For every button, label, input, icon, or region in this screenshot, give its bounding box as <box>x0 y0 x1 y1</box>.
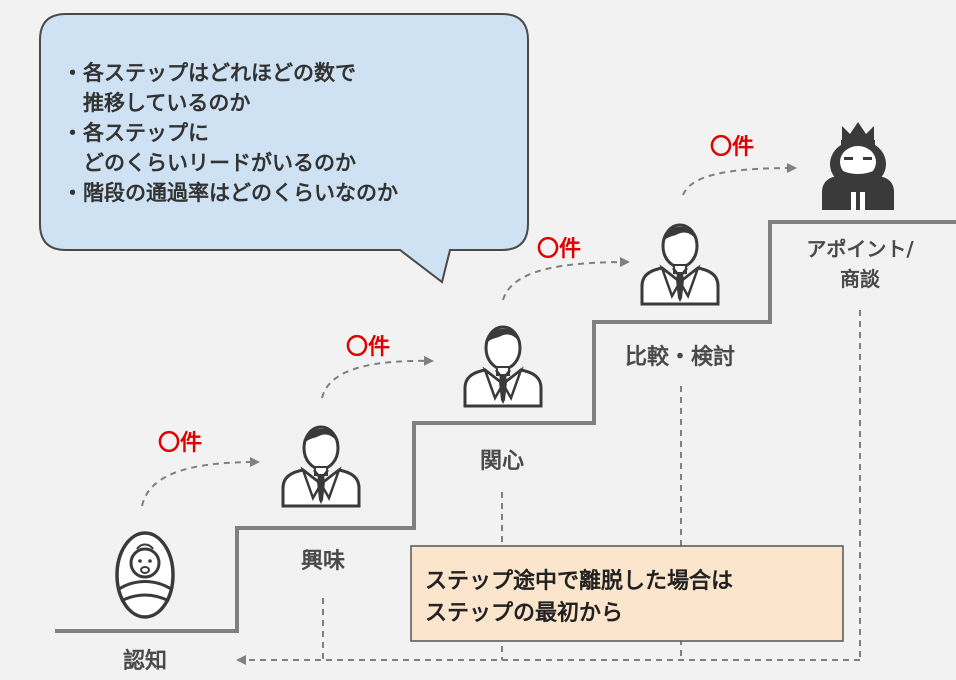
staircase <box>55 220 956 633</box>
stage-label-appointment-line2: 商談 <box>840 267 881 291</box>
progress-arrow-3 <box>502 257 630 301</box>
stage-label-appointment-line1: アポイント/ <box>806 237 914 261</box>
bubble-line-5: ・階段の通過率はどのくらいなのか <box>62 181 398 205</box>
stage-label-comparison: 比較・検討 <box>625 344 735 370</box>
person-icon-attention <box>463 325 543 408</box>
note-line-1: ステップ途中で離脱した場合は <box>425 568 733 594</box>
progress-arrow-2 <box>321 355 434 399</box>
baby-icon <box>115 531 175 619</box>
count-label-3: 〇件 <box>537 237 581 262</box>
bubble-line-4: どのくらいリードがいるのか <box>62 151 356 175</box>
note-line-2: ステップの最初から <box>425 600 623 626</box>
stage-label-interest: 興味 <box>301 549 345 574</box>
count-label-4: 〇件 <box>710 135 754 160</box>
bubble-line-3: ・各ステップに <box>62 121 209 145</box>
note-box <box>410 545 844 642</box>
person-icon-interest <box>281 425 361 508</box>
stage-label-awareness: 認知 <box>123 648 167 674</box>
speech-bubble <box>39 13 529 284</box>
king-icon <box>822 122 894 210</box>
bubble-line-1: ・各ステップはどれほどの数で <box>62 61 356 85</box>
person-icon-comparison <box>640 223 720 306</box>
count-label-2: 〇件 <box>346 335 390 360</box>
bubble-line-2: 推移しているのか <box>62 91 250 115</box>
progress-arrow-4 <box>682 163 797 196</box>
count-label-1: 〇件 <box>158 431 202 456</box>
stage-label-attention: 関心 <box>480 449 524 474</box>
progress-arrow-1 <box>141 457 260 507</box>
